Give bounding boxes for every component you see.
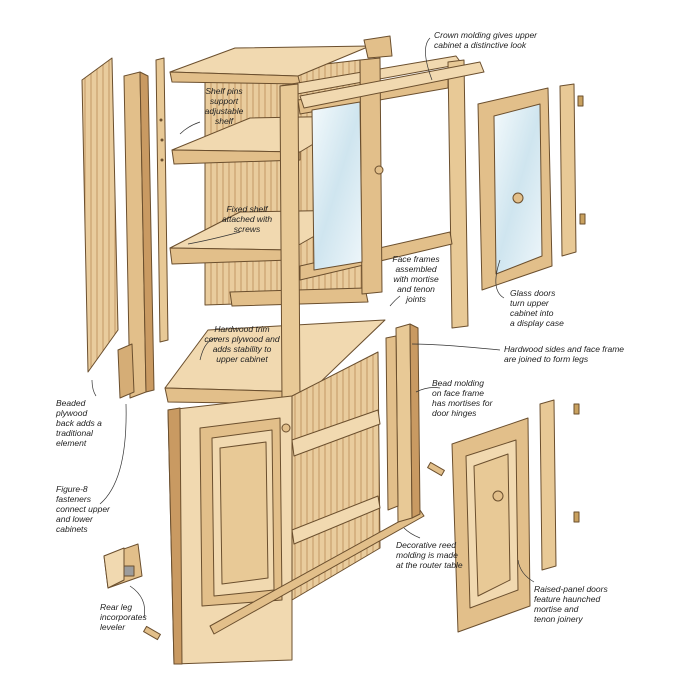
- callout-bead-molding: Bead molding on face frame has mortises …: [432, 378, 493, 418]
- leader-lines: [91, 37, 535, 619]
- callout-reed-molding: Decorative reed molding is made at the r…: [396, 540, 463, 570]
- callout-face-frames: Face frames assembled with mortise and t…: [392, 254, 440, 304]
- left-side-stile: [117, 71, 155, 399]
- callout-hardwood-sides: Hardwood sides and face frame are joined…: [504, 344, 625, 364]
- beaded-back-panel: [81, 57, 119, 373]
- lower-cabinet: [167, 351, 381, 665]
- callout-raised-panel: Raised-panel doors feature haunched mort…: [534, 584, 608, 624]
- bead-molding-stile: [385, 323, 421, 523]
- callout-glass-doors: Glass doors turn upper cabinet into a di…: [510, 288, 564, 328]
- side-strip: [155, 57, 169, 343]
- callout-rear-leg: Rear leg incorporates leveler: [100, 602, 147, 632]
- callout-crown-molding: Crown molding gives upper cabinet a dist…: [434, 30, 537, 50]
- fastener-blocks: [143, 461, 445, 641]
- glass-door: [477, 87, 553, 291]
- reed-molding: [209, 509, 425, 635]
- callout-figure8: Figure-8 fasteners connect upper and low…: [56, 484, 110, 534]
- crown-molding: [299, 61, 485, 109]
- callout-shelf-pins: Shelf pins support adjustable shelf: [204, 86, 244, 126]
- crown-top: [169, 35, 393, 85]
- lower-door-stile: [539, 399, 580, 571]
- callout-fixed-shelf: Fixed shelf attached with screws: [221, 204, 273, 234]
- callout-hardwood-trim: Hardwood trim covers plywood and adds st…: [204, 324, 280, 364]
- rear-leg: [103, 543, 143, 589]
- callout-beaded-plywood: Beaded plywood back adds a traditional e…: [56, 398, 102, 448]
- glass-door-stile: [559, 83, 586, 257]
- raised-panel-door: [451, 417, 531, 633]
